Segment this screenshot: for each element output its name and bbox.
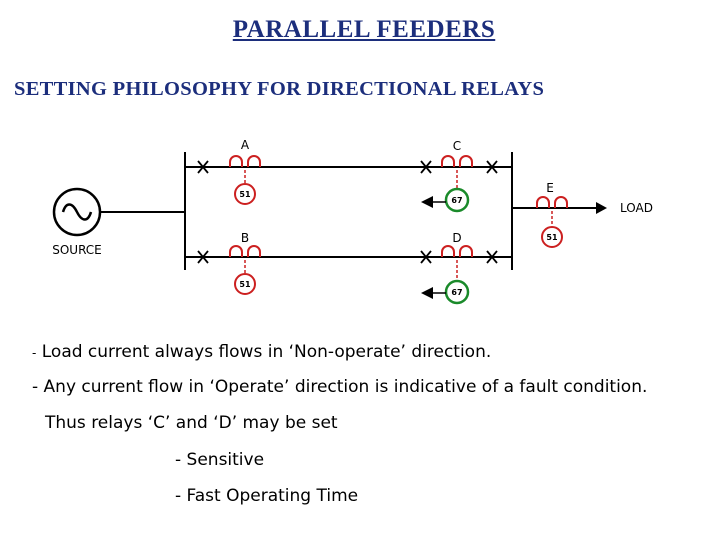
sine-wave-icon xyxy=(61,203,93,221)
ct-d xyxy=(421,245,473,305)
ct-coil-icon xyxy=(536,196,568,208)
ct-coil-icon xyxy=(229,155,261,167)
relay-d-icon xyxy=(444,279,470,305)
ct-coil-icon xyxy=(441,155,473,167)
ct-coil-icon xyxy=(229,245,261,257)
ct-c xyxy=(421,155,473,213)
relay-e-icon xyxy=(541,226,563,248)
relay-b-label: 51 xyxy=(239,280,251,289)
relay-c-label: 67 xyxy=(451,196,462,205)
ct-d-label: D xyxy=(452,231,461,245)
ct-b xyxy=(229,245,261,295)
breaker-d-right-icon xyxy=(486,250,498,264)
breaker-b-icon xyxy=(197,250,209,264)
load-label: LOAD xyxy=(620,201,653,215)
ct-a-label: A xyxy=(241,138,250,152)
breaker-c-left-icon xyxy=(420,160,432,174)
page-subtitle: SETTING PHILOSOPHY FOR DIRECTIONAL RELAY… xyxy=(14,78,545,100)
ct-c-label: C xyxy=(453,139,461,153)
breaker-c-right-icon xyxy=(486,160,498,174)
page-title: PARALLEL FEEDERS xyxy=(232,16,496,43)
relay-e-label: 51 xyxy=(546,233,558,242)
note-line-1: - Load current always flows in ‘Non-oper… xyxy=(32,342,491,362)
note-line-2: - Any current flow in ‘Operate’ directio… xyxy=(32,377,648,397)
note-bullet-fast-operating-time: - Fast Operating Time xyxy=(175,486,359,506)
ct-e xyxy=(536,196,568,248)
relay-b-icon xyxy=(234,273,256,295)
source-generator xyxy=(52,187,102,237)
breakers xyxy=(197,160,498,264)
note-line-1-dash: - xyxy=(32,346,37,360)
relay-a-label: 51 xyxy=(239,190,251,199)
ct-e-label: E xyxy=(546,181,554,195)
relay-c-icon xyxy=(444,187,470,213)
ct-a xyxy=(229,155,261,205)
breaker-d-left-icon xyxy=(420,250,432,264)
source-label: SOURCE xyxy=(52,243,102,257)
note-bullet-sensitive: - Sensitive xyxy=(175,450,265,470)
note-line-1-text: Load current always flows in ‘Non-operat… xyxy=(41,342,492,362)
relay-d-label: 67 xyxy=(451,288,462,297)
load-arrow-icon xyxy=(596,202,607,214)
ct-b-label: B xyxy=(241,231,249,245)
ct-coil-icon xyxy=(441,245,473,257)
relay-a-icon xyxy=(234,183,256,205)
note-line-3: Thus relays ‘C’ and ‘D’ may be set xyxy=(45,413,338,433)
breaker-a-icon xyxy=(197,160,209,174)
